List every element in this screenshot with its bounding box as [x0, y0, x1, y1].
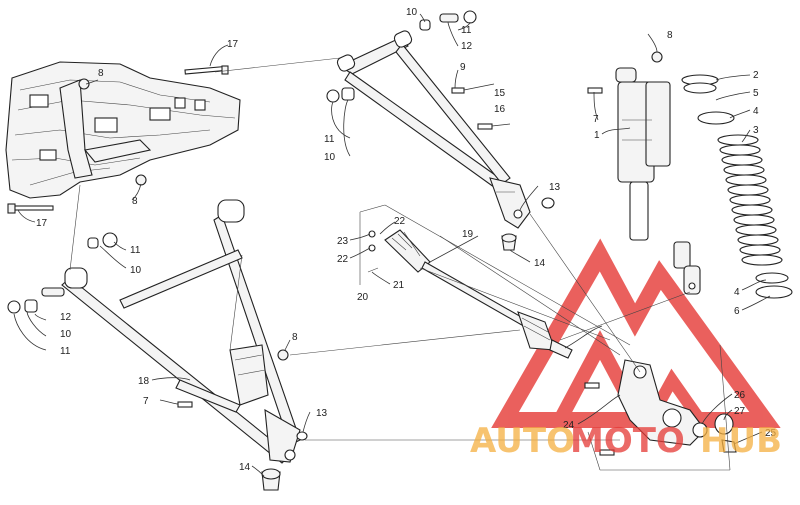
bolts-15-16	[451, 83, 511, 130]
callout-4-bottom: 4	[734, 287, 740, 298]
nut-8-frame-bottom	[135, 174, 147, 186]
callout-10-lower-right: 10	[130, 265, 142, 276]
callout-10-top: 10	[406, 7, 418, 18]
watermark-text: AUTO MOTO HUB	[470, 421, 782, 461]
reference-lines	[69, 57, 731, 471]
callout-6: 6	[734, 306, 740, 317]
callout-22-top: 22	[394, 216, 406, 227]
callout-10-lower-left: 10	[60, 329, 72, 340]
callout-7-shock: 7	[593, 114, 599, 125]
callout-18: 18	[138, 376, 150, 387]
steering-knuckle	[584, 359, 737, 456]
nut-8-frame-top	[78, 78, 90, 90]
callout-25: 25	[765, 428, 777, 439]
callout-9: 9	[460, 62, 466, 73]
drive-axle	[367, 229, 573, 359]
callout-11-upper: 11	[324, 134, 335, 145]
callout-24: 24	[563, 420, 575, 431]
callout-8-frame-top: 8	[98, 68, 104, 79]
callout-13-lower: 13	[316, 408, 328, 419]
lower-bushings	[7, 232, 118, 314]
watermark-hub: HUB	[700, 421, 782, 461]
callout-3: 3	[753, 125, 759, 136]
callout-4-top: 4	[753, 106, 759, 117]
callout-16: 16	[494, 104, 506, 115]
callout-14-lower: 14	[239, 462, 251, 473]
callout-1: 1	[594, 130, 600, 141]
callout-8-shock: 8	[667, 30, 673, 41]
callout-14-upper: 14	[534, 258, 546, 269]
bolt-17-lower	[7, 203, 54, 214]
callout-20: 20	[357, 292, 369, 303]
callout-19: 19	[462, 229, 474, 240]
coil-spring	[681, 74, 793, 299]
lower-a-arm	[61, 199, 301, 464]
frame-assembly	[5, 61, 241, 199]
callout-22-bottom: 22	[337, 254, 349, 265]
callout-12-lower: 12	[60, 312, 72, 323]
callout-7-lower: 7	[143, 396, 149, 407]
callout-labels: 17 8 8 17 10 11 12 9 15 16 11 10 13 14 8…	[36, 7, 777, 473]
upper-a-arm	[336, 30, 531, 229]
callout-23: 23	[337, 236, 349, 247]
callout-5: 5	[753, 88, 759, 99]
callout-11-lower-left: 11	[60, 346, 71, 357]
upper-bushings	[326, 10, 477, 103]
callout-12-top: 12	[461, 41, 473, 52]
callout-17-lower: 17	[36, 218, 48, 229]
watermark-moto: MOTO	[570, 421, 685, 461]
callout-27: 27	[734, 406, 746, 417]
callout-8-lower: 8	[292, 332, 298, 343]
callout-17-upper: 17	[227, 39, 239, 50]
callout-11-lower-right: 11	[130, 245, 141, 256]
watermark-auto: AUTO	[470, 421, 575, 461]
bolt-17-upper	[184, 65, 229, 75]
callout-2: 2	[753, 70, 759, 81]
bolt-7-lower	[177, 349, 289, 408]
ball-joint-upper	[501, 197, 555, 251]
leader-lines	[13, 13, 771, 477]
callout-21: 21	[393, 280, 405, 291]
callout-8-frame-bottom: 8	[132, 196, 138, 207]
callout-26: 26	[734, 390, 746, 401]
ball-joint-lower	[261, 431, 308, 491]
callout-11-top: 11	[461, 25, 472, 36]
callout-13-upper: 13	[549, 182, 561, 193]
shock-absorber	[587, 51, 701, 295]
callout-15: 15	[494, 88, 506, 99]
callout-10-upper: 10	[324, 152, 336, 163]
